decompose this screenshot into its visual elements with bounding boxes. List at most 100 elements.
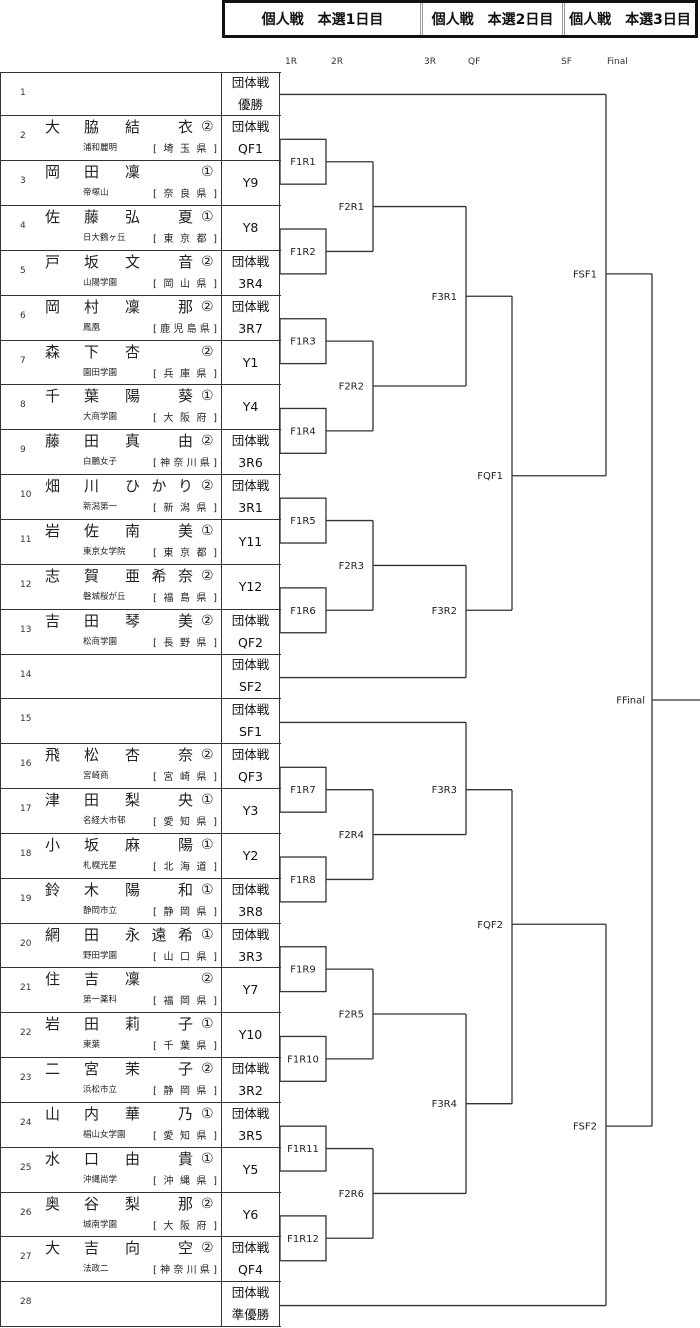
school: 帝塚山 [83, 188, 109, 199]
seed-label: 団体戦 [231, 1061, 270, 1077]
match-label: F1R11 [287, 1144, 319, 1155]
prefecture: [静岡県] [153, 906, 217, 918]
prefecture: [新潟県] [153, 503, 217, 515]
draw-number: 16 [20, 759, 32, 770]
family-name: 大吉 [45, 1239, 99, 1258]
player-cell: 15 [1, 699, 222, 744]
match-label: F3R2 [432, 606, 457, 617]
seed-label: 団体戦 [231, 1240, 270, 1256]
seed-label: 団体戦 [231, 926, 270, 942]
match-label: FQF1 [477, 471, 503, 482]
seed-label: Y8 [242, 220, 259, 235]
seed-label: 3R3 [238, 948, 263, 964]
grade: ② [201, 478, 214, 495]
seed-cell: 団体戦 QF3 [222, 744, 280, 789]
school: 山陽学園 [83, 277, 118, 288]
seed-cell: 団体戦準優勝 [222, 1282, 280, 1327]
prefecture: [兵庫県] [153, 368, 217, 380]
prefecture: [愛知県] [153, 817, 217, 829]
draw-number: 13 [20, 624, 32, 635]
school: 新潟第一 [83, 502, 118, 513]
round-label-1r: 1R [285, 57, 297, 67]
grade: ① [201, 1105, 214, 1122]
seed-cell: 団体戦 3R5 [222, 1102, 280, 1147]
round-label-final: Final [607, 57, 628, 67]
draw-number: 28 [20, 1297, 32, 1308]
seed-cell: 団体戦 3R3 [222, 923, 280, 968]
given-name: 凜那 [125, 297, 193, 316]
family-name: 岡田 [45, 163, 99, 182]
seed-cell: Y4 [222, 385, 280, 430]
school: 松商学園 [83, 636, 118, 647]
school: 磐城桜が丘 [83, 591, 126, 602]
prefecture: [長野県] [153, 637, 217, 649]
seed-label: 団体戦 [231, 433, 270, 449]
seed-label: 団体戦 [231, 298, 270, 314]
seed-label: 団体戦 [231, 119, 270, 135]
draw-number: 12 [20, 579, 32, 590]
seed-label: 団体戦 [231, 747, 270, 763]
prefecture: [愛知県] [153, 1130, 217, 1142]
family-name: 佐藤 [45, 208, 99, 227]
match-label: F1R3 [290, 337, 315, 348]
family-name: 津田 [45, 791, 99, 810]
seed-label: 団体戦 [231, 1285, 270, 1301]
draw-number: 9 [20, 445, 26, 456]
match-label: F1R5 [290, 516, 315, 527]
match-label: F1R1 [290, 157, 315, 168]
given-name: 杏奈 [125, 746, 193, 765]
given-name: 亜希奈 [125, 566, 193, 585]
draw-number: 10 [20, 490, 32, 501]
seed-label: Y4 [242, 399, 259, 415]
seed-label: 団体戦 [231, 1105, 270, 1121]
family-name: 飛松 [45, 746, 99, 765]
given-name: 由貴 [125, 1149, 193, 1168]
seed-label: 3R5 [238, 1127, 263, 1143]
seed-label: Y11 [238, 533, 263, 549]
grade: ② [201, 1195, 214, 1212]
player-cell: 10 畑川 ひかり ② 新潟第一 [新潟県] [1, 475, 222, 519]
draw-number: 11 [20, 534, 32, 545]
school: 宮崎商 [83, 771, 109, 782]
family-name: 畑川 [45, 477, 99, 496]
player-cell: 28 [1, 1282, 222, 1327]
given-name: 真由 [125, 432, 193, 451]
school: 第一薬科 [83, 995, 118, 1006]
seed-label: 3R4 [238, 275, 263, 291]
seed-label: Y5 [242, 1161, 259, 1177]
match-label: F1R7 [290, 785, 315, 796]
grade: ② [201, 343, 214, 360]
draw-number: 24 [20, 1117, 32, 1128]
school: 日大鶴ヶ丘 [83, 233, 126, 244]
school: 大商学園 [83, 412, 118, 423]
family-name: 奥谷 [45, 1194, 99, 1213]
draw-number: 7 [20, 355, 26, 366]
family-name: 山内 [45, 1104, 99, 1123]
given-name: ひかり [125, 477, 193, 496]
draw-number: 1 [20, 88, 26, 98]
prefecture: [鹿児島県] [153, 323, 217, 335]
seed-label: Y2 [242, 847, 259, 863]
seed-label: QF3 [238, 769, 263, 785]
